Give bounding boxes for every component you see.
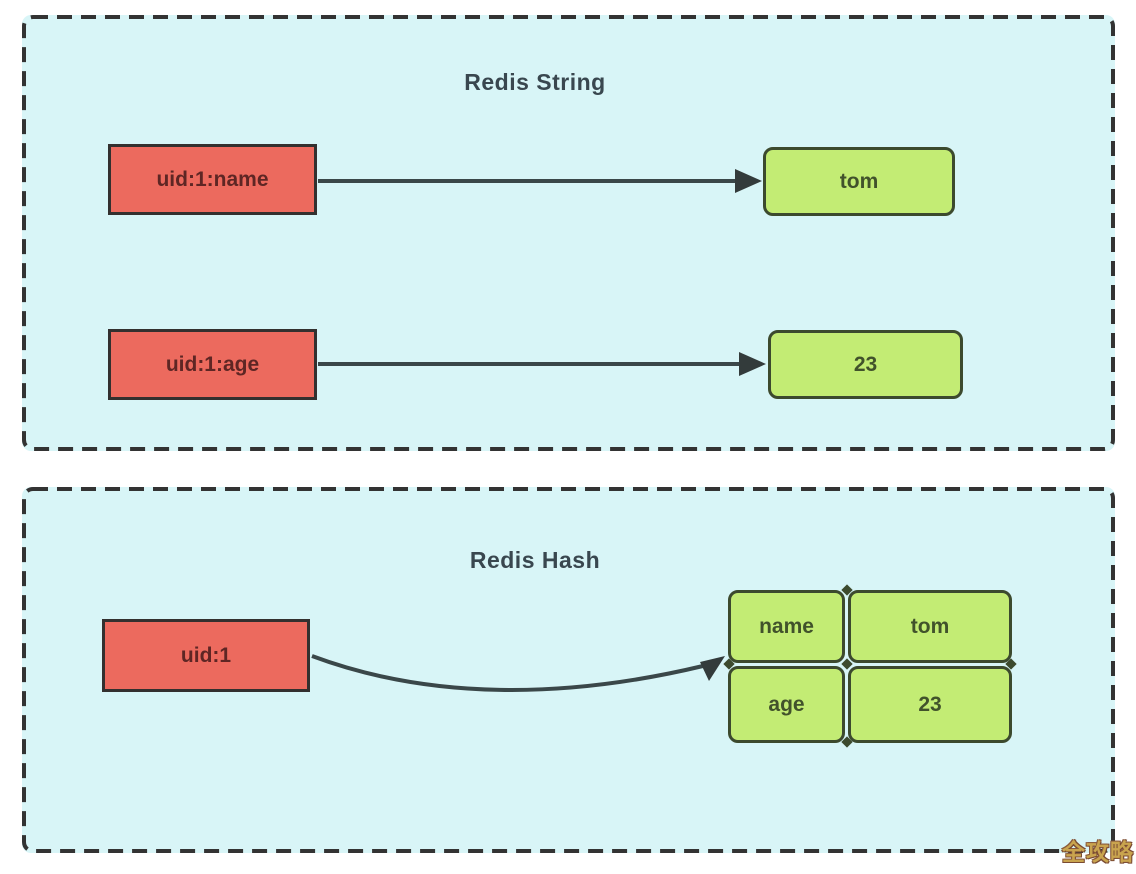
hash-cell-field-age: age <box>728 666 845 743</box>
value-box-tom: tom <box>763 147 955 216</box>
watermark: 全攻略 <box>1062 839 1134 865</box>
key-box-uid-1-age: uid:1:age <box>108 329 317 400</box>
value-box-23: 23 <box>768 330 963 399</box>
key-box-uid-1-name: uid:1:name <box>108 144 317 215</box>
hash-cell-field-name: name <box>728 590 845 663</box>
hash-cell-value-tom: tom <box>848 590 1012 663</box>
key-box-uid-1: uid:1 <box>102 619 310 692</box>
hash-cell-value-23: 23 <box>848 666 1012 743</box>
panel-title-redis-hash: Redis Hash <box>469 547 601 573</box>
panel-title-redis-string: Redis String <box>464 69 606 95</box>
